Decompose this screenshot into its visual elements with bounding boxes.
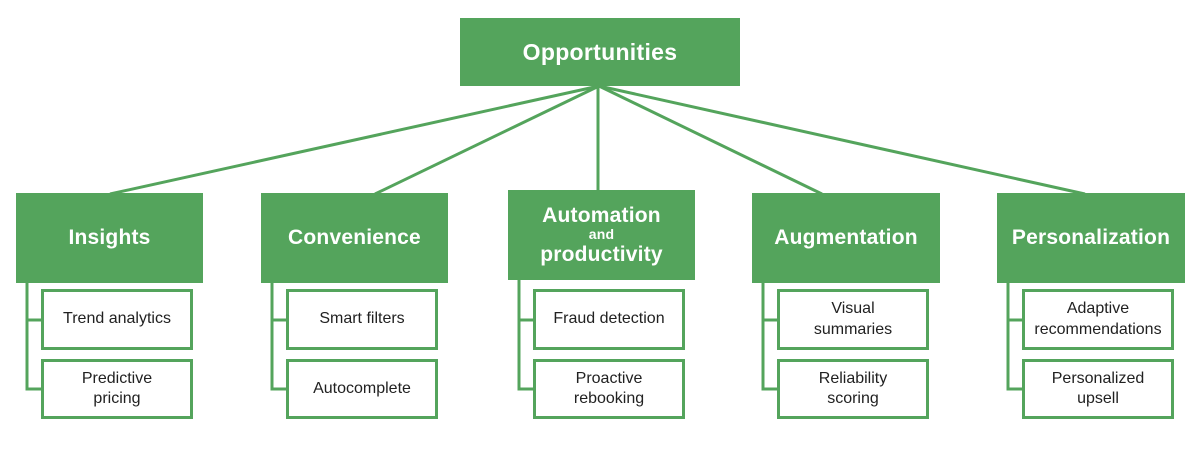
node-trend-analytics-label: Trend analytics: [63, 310, 171, 328]
automation-title-line3: productivity: [540, 242, 663, 266]
node-reliability-scoring: Reliability scoring: [777, 359, 929, 419]
node-insights: Insights: [16, 193, 203, 283]
node-predictive-pricing: Predictive pricing: [41, 359, 193, 419]
node-smart-filters-label: Smart filters: [319, 310, 405, 328]
node-reliability-scoring-label: Reliability scoring: [818, 369, 888, 407]
node-autocomplete: Autocomplete: [286, 359, 438, 419]
node-adaptive-recommendations: Adaptive recommendations: [1022, 289, 1174, 350]
connector-root-personalization: [598, 84, 1086, 196]
automation-title-line1: Automation: [542, 203, 661, 227]
automation-title-line2: and: [588, 226, 615, 243]
node-autocomplete-label: Autocomplete: [313, 379, 411, 397]
node-personalization: Personalization: [997, 193, 1185, 283]
node-convenience: Convenience: [261, 193, 448, 283]
connector-root-insights: [109, 84, 600, 196]
node-fraud-detection: Fraud detection: [533, 289, 685, 350]
node-opportunities: Opportunities: [460, 18, 740, 86]
connector-root-augmentation: [598, 84, 823, 196]
node-personalization-label: Personalization: [1011, 226, 1171, 249]
node-visual-summaries-label: Visual summaries: [813, 300, 893, 338]
node-trend-analytics: Trend analytics: [41, 289, 193, 350]
node-predictive-pricing-label: Predictive pricing: [81, 369, 153, 407]
node-augmentation: Augmentation: [752, 193, 940, 283]
node-fraud-detection-label: Fraud detection: [553, 310, 665, 328]
node-visual-summaries: Visual summaries: [777, 289, 929, 350]
node-personalized-upsell-label: Personalized upsell: [1051, 369, 1145, 407]
node-convenience-label: Convenience: [288, 226, 421, 249]
node-automation-productivity-label: Automation and productivity: [540, 204, 663, 267]
node-automation-productivity: Automation and productivity: [508, 190, 695, 280]
node-smart-filters: Smart filters: [286, 289, 438, 350]
node-insights-label: Insights: [68, 226, 151, 249]
node-proactive-rebooking: Proactive rebooking: [533, 359, 685, 419]
node-augmentation-label: Augmentation: [774, 226, 918, 249]
node-opportunities-label: Opportunities: [522, 38, 678, 65]
node-proactive-rebooking-label: Proactive rebooking: [573, 369, 645, 407]
node-personalized-upsell: Personalized upsell: [1022, 359, 1174, 419]
node-adaptive-recommendations-label: Adaptive recommendations: [1034, 300, 1162, 338]
connector-root-convenience: [374, 84, 600, 196]
